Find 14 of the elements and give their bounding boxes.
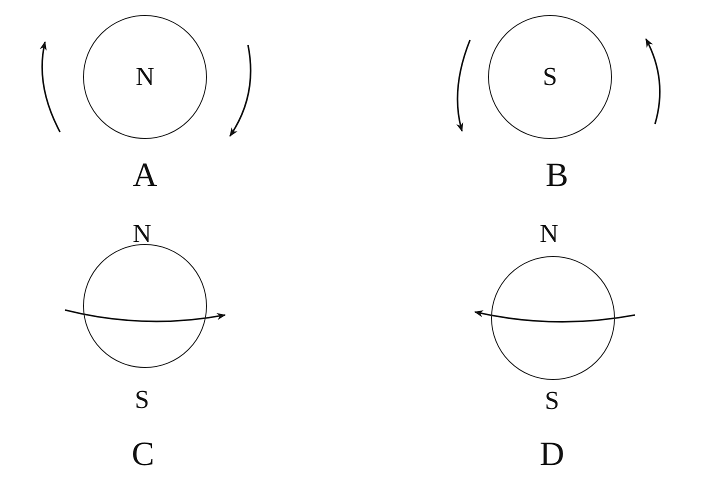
pole-label: S <box>542 64 558 90</box>
globe-circle <box>488 15 612 139</box>
globe-circle <box>83 15 207 139</box>
globe-circle <box>83 244 207 368</box>
pole-label: N <box>540 221 558 247</box>
option-label: B <box>546 159 568 193</box>
option-label: C <box>132 438 154 472</box>
pole-label: S <box>134 387 150 413</box>
pole-label: N <box>132 221 152 247</box>
pole-label: S <box>544 388 560 414</box>
pole-label: N <box>136 64 154 90</box>
globe-circle <box>491 256 615 380</box>
option-label: D <box>540 438 564 472</box>
option-label: A <box>132 159 158 193</box>
